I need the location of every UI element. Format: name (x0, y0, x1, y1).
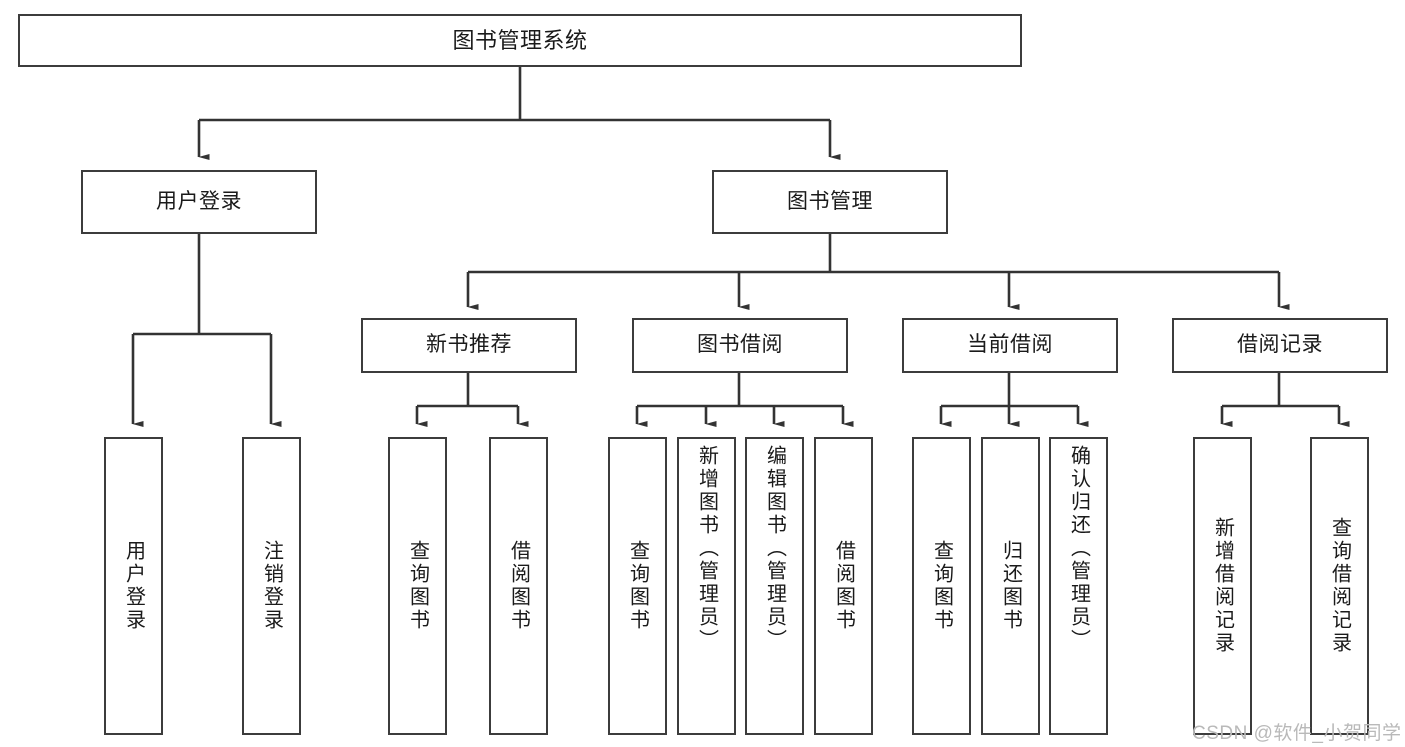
node-root-system[interactable]: 图书管理系统 (18, 14, 1022, 67)
node-label: 借阅图书 (507, 540, 530, 632)
leaf-borrow-book-1[interactable]: 借阅图书 (489, 437, 548, 735)
node-label: 确认归还（管理员） (1067, 445, 1090, 652)
node-current-borrow[interactable]: 当前借阅 (902, 318, 1118, 373)
node-label: 借阅图书 (832, 540, 855, 632)
node-borrow-record[interactable]: 借阅记录 (1172, 318, 1388, 373)
leaf-borrow-book-2[interactable]: 借阅图书 (814, 437, 873, 735)
leaf-confirm-return-admin[interactable]: 确认归还（管理员） (1049, 437, 1108, 735)
node-label: 查询图书 (626, 540, 649, 632)
node-label: 图书管理 (787, 189, 873, 213)
leaf-query-book-3[interactable]: 查询图书 (912, 437, 971, 735)
watermark-text: CSDN @软件_小贺同学 (1192, 723, 1402, 744)
node-book-manage[interactable]: 图书管理 (712, 170, 948, 234)
node-label: 当前借阅 (967, 333, 1053, 357)
leaf-edit-book-admin[interactable]: 编辑图书（管理员） (745, 437, 804, 735)
node-label: 用户登录 (156, 189, 242, 213)
node-label: 注销登录 (260, 540, 283, 632)
node-new-book-recommend[interactable]: 新书推荐 (361, 318, 577, 373)
node-label: 用户登录 (122, 540, 145, 632)
node-label: 新书推荐 (426, 333, 512, 357)
node-book-borrow[interactable]: 图书借阅 (632, 318, 848, 373)
leaf-query-borrow-record[interactable]: 查询借阅记录 (1310, 437, 1369, 735)
leaf-user-login[interactable]: 用户登录 (104, 437, 163, 735)
node-user-login[interactable]: 用户登录 (81, 170, 317, 234)
leaf-return-book[interactable]: 归还图书 (981, 437, 1040, 735)
node-label: 归还图书 (999, 540, 1022, 632)
leaf-add-borrow-record[interactable]: 新增借阅记录 (1193, 437, 1252, 735)
node-label: 图书管理系统 (452, 27, 588, 53)
node-label: 新增图书（管理员） (695, 445, 718, 652)
node-label: 编辑图书（管理员） (763, 445, 786, 652)
node-label: 查询借阅记录 (1328, 517, 1351, 655)
leaf-query-book-1[interactable]: 查询图书 (388, 437, 447, 735)
node-label: 借阅记录 (1237, 333, 1323, 357)
node-label: 查询图书 (406, 540, 429, 632)
leaf-query-book-2[interactable]: 查询图书 (608, 437, 667, 735)
leaf-logout-login[interactable]: 注销登录 (242, 437, 301, 735)
node-label: 新增借阅记录 (1211, 517, 1234, 655)
node-label: 查询图书 (930, 540, 953, 632)
leaf-add-book-admin[interactable]: 新增图书（管理员） (677, 437, 736, 735)
node-label: 图书借阅 (697, 333, 783, 357)
